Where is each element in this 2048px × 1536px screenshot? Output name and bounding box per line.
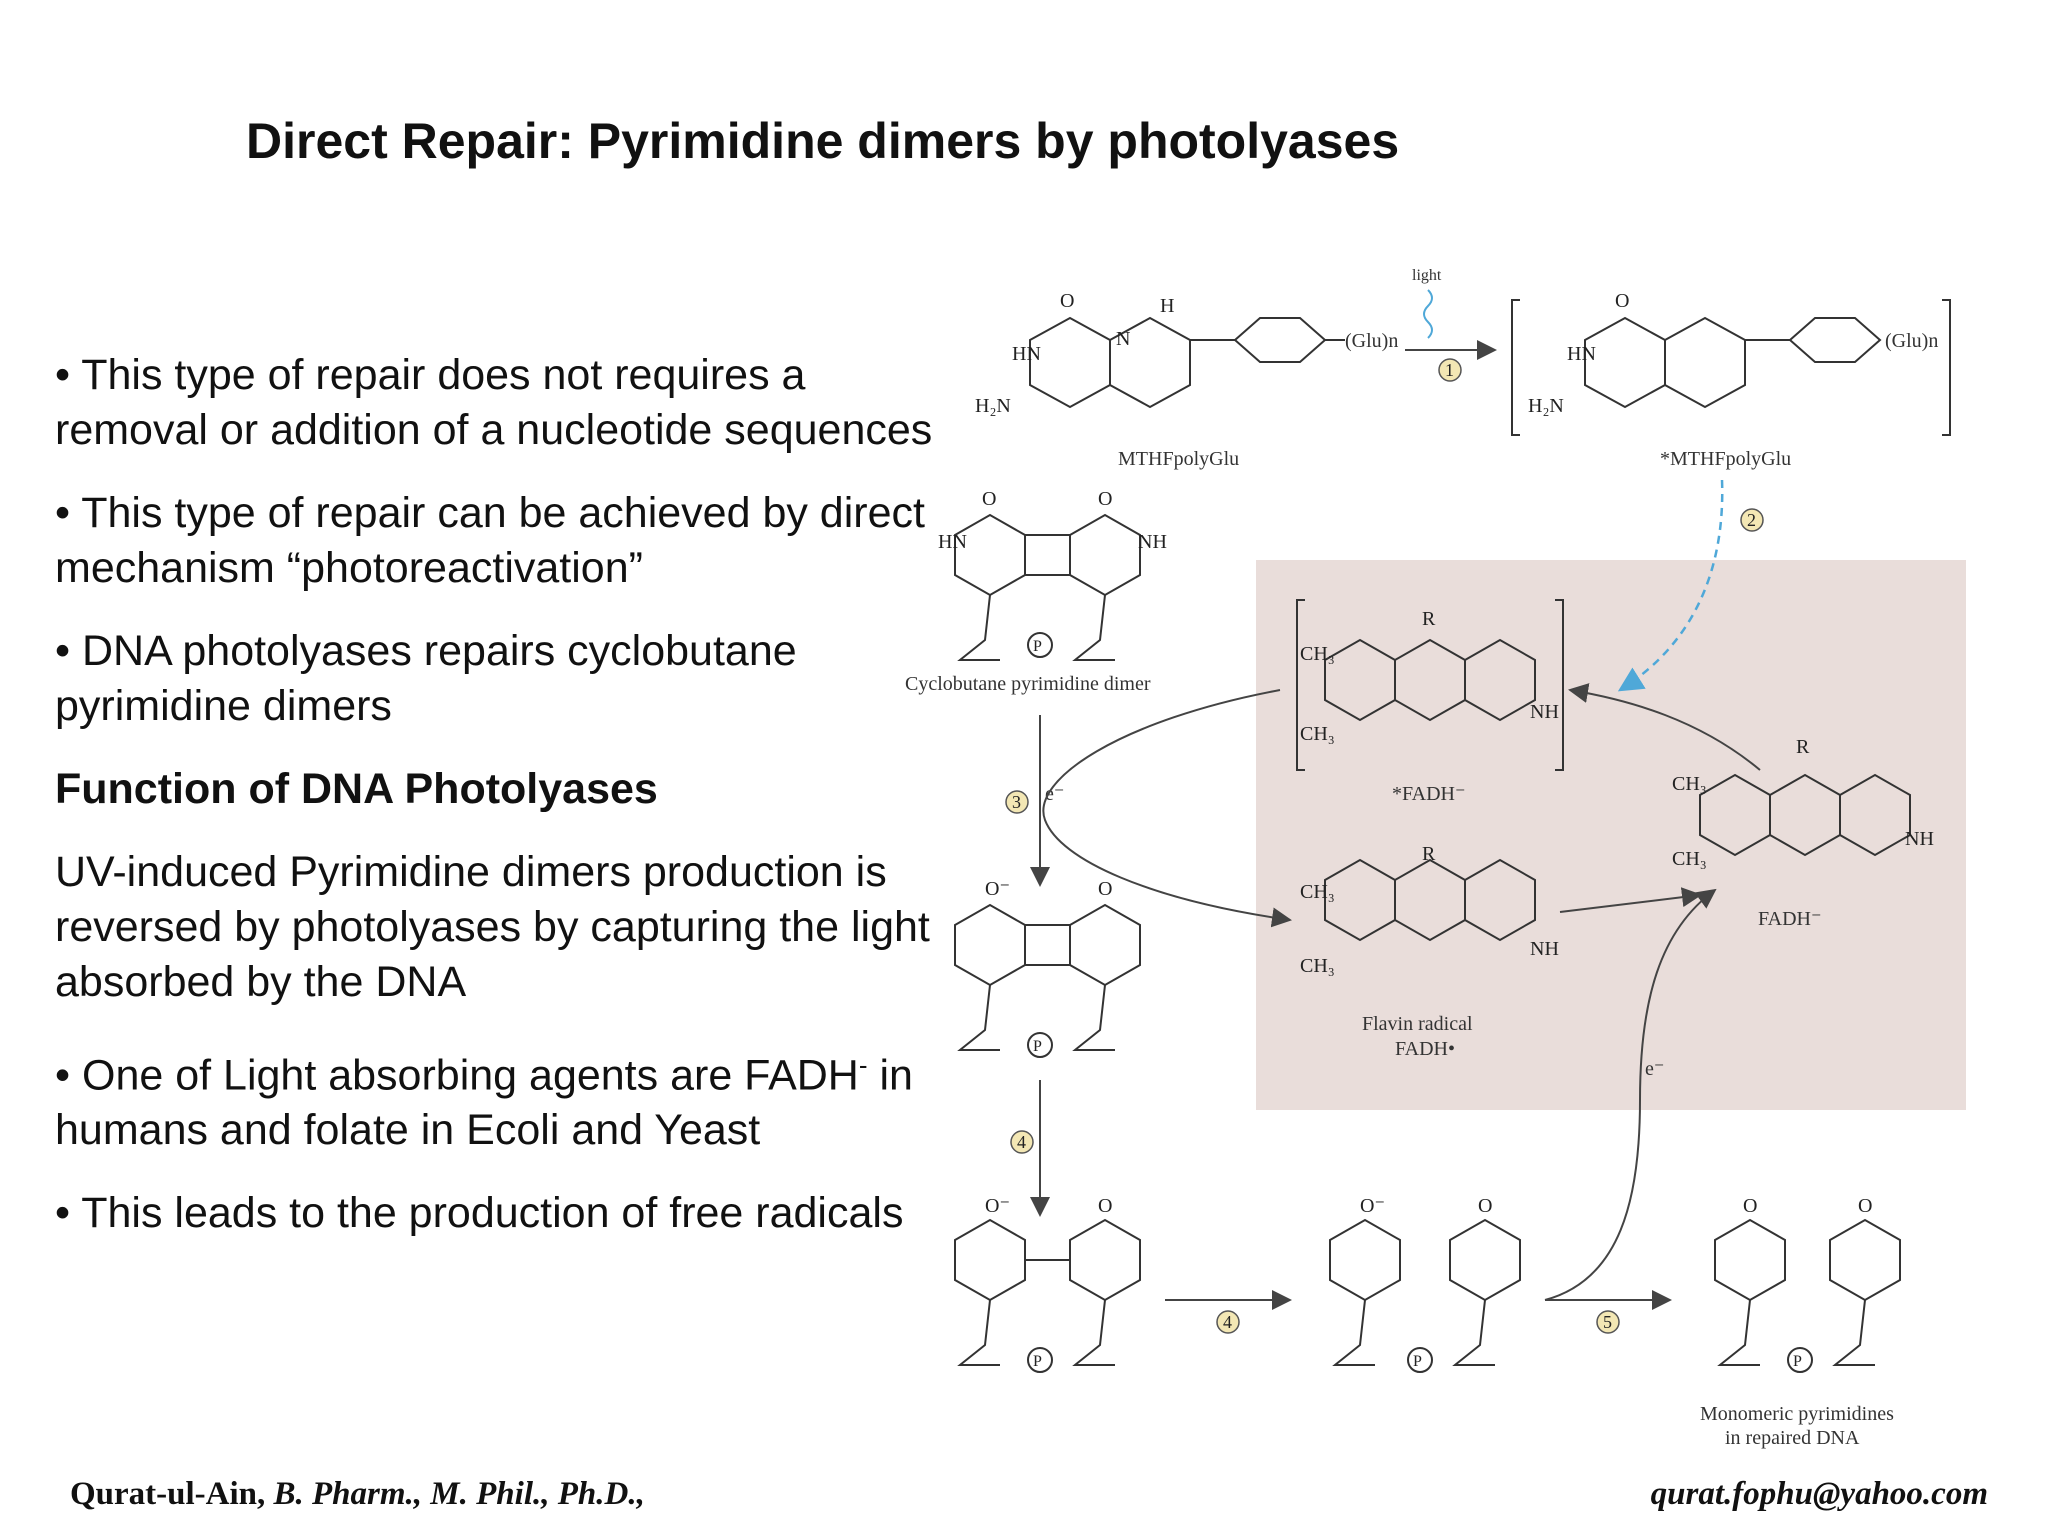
- svg-text:R: R: [1422, 843, 1436, 865]
- svg-text:P: P: [1413, 1353, 1422, 1370]
- footer-author: Qurat-ul-Ain, B. Pharm., M. Phil., Ph.D.…: [70, 1476, 645, 1513]
- step3-badge: [1005, 790, 1029, 814]
- svg-text:O: O: [1098, 488, 1112, 510]
- step2-number: 2: [1747, 510, 1756, 530]
- svg-text:CH₃: CH₃: [1672, 848, 1707, 870]
- svg-text:R: R: [1422, 608, 1436, 630]
- svg-text:CH₃: CH₃: [1300, 643, 1335, 665]
- bullet-list: • This type of repair does not requires …: [55, 348, 985, 1269]
- svg-text:O: O: [1743, 1195, 1757, 1217]
- split-intermediate: [954, 1218, 1141, 1373]
- svg-text:O⁻: O⁻: [985, 878, 1010, 900]
- step3-number: 3: [1012, 792, 1021, 812]
- svg-text:NH: NH: [1530, 701, 1559, 723]
- step5-number: 5: [1603, 1312, 1612, 1332]
- step4-badge-vertical: [1010, 1130, 1034, 1154]
- flavin-radical-label-2: FADH•: [1395, 1038, 1455, 1060]
- bullet-cyclobutane: • DNA photolyases repairs cyclobutane py…: [55, 627, 797, 730]
- dimer-label: Cyclobutane pyrimidine dimer: [905, 673, 1151, 695]
- step2-energy-transfer-arrow: [1617, 479, 1724, 692]
- svg-text:CH₃: CH₃: [1300, 955, 1335, 977]
- bullet-fadh: • One of Light absorbing agents are FADH…: [55, 1038, 1035, 1158]
- fad-panel-background: [1256, 560, 1966, 1110]
- svg-text:CH₃: CH₃: [1672, 773, 1707, 795]
- light-wave: [1423, 289, 1433, 339]
- svg-text:O: O: [1478, 1195, 1492, 1217]
- bullet-no-removal: • This type of repair does not requires …: [55, 351, 933, 454]
- e-minus-label-1: e⁻: [1045, 783, 1064, 805]
- electron-transfer-curve: [1042, 689, 1292, 928]
- light-label: light: [1412, 267, 1442, 284]
- fadh-excited-molecule: [1296, 599, 1564, 771]
- svg-text:O: O: [1615, 290, 1629, 312]
- svg-text:NH: NH: [1905, 828, 1934, 850]
- e-minus-label-2: e⁻: [1645, 1058, 1664, 1080]
- fadh-excited-label: *FADH⁻: [1392, 783, 1466, 805]
- author-name: Qurat-ul-Ain,: [70, 1476, 266, 1512]
- step2-badge: [1740, 508, 1764, 532]
- fadh-label: FADH⁻: [1758, 908, 1822, 930]
- svg-text:P: P: [1033, 638, 1042, 655]
- author-degrees: B. Pharm., M. Phil., Ph.D.,: [273, 1476, 645, 1512]
- svg-text:O: O: [982, 488, 996, 510]
- svg-text:O⁻: O⁻: [1360, 1195, 1385, 1217]
- fadh-molecule: [1699, 773, 1911, 857]
- step5-badge: [1596, 1310, 1620, 1334]
- svg-text:CH₃: CH₃: [1300, 723, 1335, 745]
- flavin-radical-label-1: Flavin radical: [1362, 1013, 1473, 1035]
- glu-label-2: (Glu)n: [1885, 330, 1938, 352]
- svg-text:HN: HN: [938, 531, 967, 553]
- svg-text:NH: NH: [1530, 938, 1559, 960]
- mthf-excited-label: *MTHFpolyGlu: [1660, 448, 1791, 470]
- flavin-radical-molecule: [1324, 858, 1536, 942]
- dimer-anion: [954, 903, 1141, 1058]
- svg-text:R: R: [1796, 736, 1810, 758]
- footer-email: qurat.fophu@yahoo.com: [1650, 1476, 1988, 1512]
- svg-text:H₂N: H₂N: [975, 395, 1011, 417]
- bullet-fadh-sup: -: [858, 1050, 868, 1080]
- glu-label-1: (Glu)n: [1345, 330, 1398, 352]
- monomeric-label-2: in repaired DNA: [1725, 1427, 1860, 1449]
- svg-text:NH: NH: [1138, 531, 1167, 553]
- function-heading: Function of DNA Photolyases: [55, 765, 658, 813]
- monomeric-label-1: Monomeric pyrimidines: [1700, 1403, 1894, 1425]
- mthf-excited-molecule: [1511, 299, 1951, 436]
- bullet-free-radicals: • This leads to the production of free r…: [55, 1189, 904, 1238]
- step4-badge-horizontal: [1216, 1310, 1240, 1334]
- monomer-anion: [1329, 1218, 1521, 1373]
- step1-badge: [1438, 358, 1462, 382]
- svg-text:HN: HN: [1012, 343, 1041, 365]
- bullet-photoreactivation: • This type of repair can be achieved by…: [55, 489, 925, 592]
- mthf-label: MTHFpolyGlu: [1118, 448, 1239, 470]
- svg-text:P: P: [1793, 1353, 1802, 1370]
- svg-text:O: O: [1098, 1195, 1112, 1217]
- svg-text:HN: HN: [1567, 343, 1596, 365]
- radical-to-fadh-arrow: [1559, 887, 1702, 913]
- bullet-fadh-pre: • One of Light absorbing agents are FADH: [55, 1051, 859, 1100]
- repaired-monomers: [1714, 1218, 1901, 1373]
- fadh-return-arrow: [1568, 683, 1761, 771]
- svg-text:O: O: [1858, 1195, 1872, 1217]
- step4-number-vertical: 4: [1017, 1132, 1026, 1152]
- svg-text:H₂N: H₂N: [1528, 395, 1564, 417]
- svg-text:O: O: [1098, 878, 1112, 900]
- uv-paragraph: UV-induced Pyrimidine dimers production …: [55, 848, 930, 1006]
- svg-text:O: O: [1060, 290, 1074, 312]
- mthf-molecule: [1029, 316, 1345, 409]
- svg-text:P: P: [1033, 1353, 1042, 1370]
- svg-text:N: N: [1116, 328, 1130, 350]
- electron-return-arrow: [1544, 888, 1717, 1301]
- step4-number-horizontal: 4: [1223, 1312, 1232, 1332]
- step1-number: 1: [1445, 360, 1454, 380]
- svg-text:H: H: [1160, 295, 1174, 317]
- svg-text:O⁻: O⁻: [985, 1195, 1010, 1217]
- cyclobutane-dimer: [954, 513, 1141, 661]
- svg-text:CH₃: CH₃: [1300, 881, 1335, 903]
- svg-text:P: P: [1033, 1038, 1042, 1055]
- slide-title: Direct Repair: Pyrimidine dimers by phot…: [246, 113, 1400, 169]
- bullet-fadh-post: in humans and folate in Ecoli and Yeast: [55, 1051, 913, 1155]
